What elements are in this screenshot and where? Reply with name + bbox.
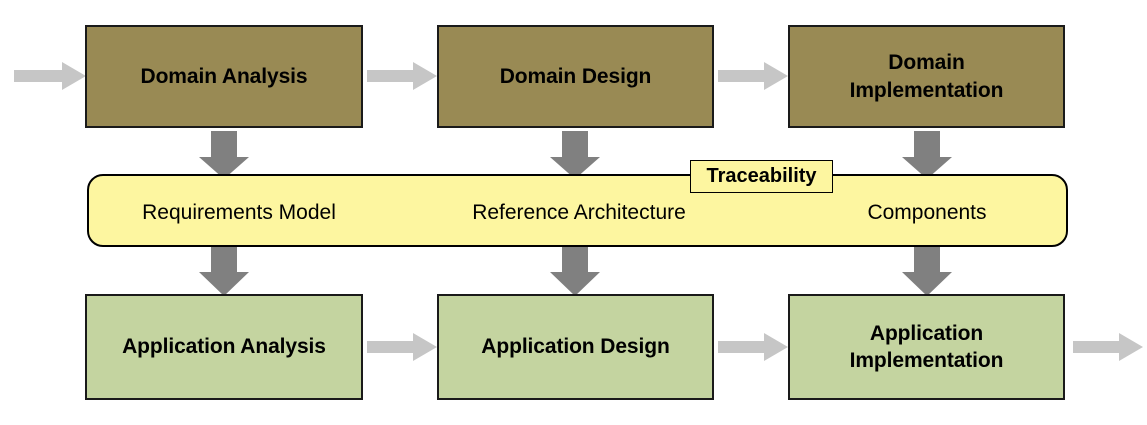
application-design-label: Application Design (481, 335, 670, 359)
domain-design-label: Domain Design (499, 64, 652, 88)
domain-design-box[interactable]: Domain Design (437, 25, 714, 128)
traceability-tag[interactable]: Traceability (690, 160, 833, 193)
flow-arrow-application-analysis-to-design (718, 333, 788, 361)
domain-implementation-label: Domain Implementation (849, 51, 1004, 102)
flow-arrow-domain-analysis-to-design (367, 62, 437, 90)
asset-label-requirements-model: Requirements Model (142, 201, 336, 224)
derive-arrow-requirements-to-application-analysis (199, 244, 249, 296)
domain-analysis-label: Domain Analysis (140, 64, 308, 88)
application-implementation-box[interactable]: Application Implementation (788, 294, 1065, 400)
application-design-box[interactable]: Application Design (437, 294, 714, 400)
domain-implementation-box[interactable]: Domain Implementation (788, 25, 1065, 128)
flow-arrow-domain-design-to-implementation (718, 62, 788, 90)
application-analysis-box[interactable]: Application Analysis (85, 294, 363, 400)
asset-label-components: Components (867, 201, 987, 224)
application-analysis-label: Application Analysis (122, 335, 326, 359)
domain-analysis-box[interactable]: Domain Analysis (85, 25, 363, 128)
traceability-label: Traceability (706, 165, 817, 187)
core-asset-band[interactable]: Requirements Model Reference Architectur… (87, 174, 1068, 247)
application-implementation-label: Application Implementation (849, 321, 1004, 372)
derive-arrow-domain-design-to-architecture (550, 131, 600, 179)
flow-arrow-into-application-analysis (367, 333, 437, 361)
derive-arrow-domain-implementation-to-components (902, 131, 952, 179)
derive-arrow-domain-analysis-to-requirements (199, 131, 249, 179)
derive-arrow-architecture-to-application-design (550, 244, 600, 296)
flow-arrow-out-of-application-implementation (1073, 333, 1143, 361)
flow-arrow-into-domain-analysis (14, 62, 86, 90)
derive-arrow-components-to-application-implementation (902, 244, 952, 296)
asset-label-reference-architecture: Reference Architecture (472, 201, 686, 224)
